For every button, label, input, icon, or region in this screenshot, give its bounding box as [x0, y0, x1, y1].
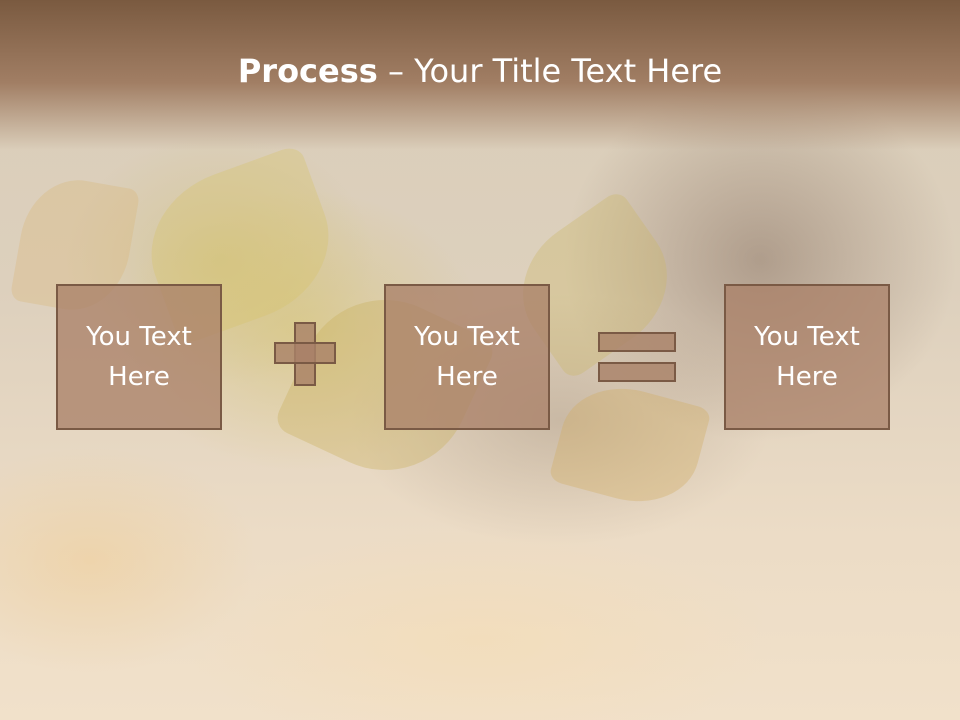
process-box-text: You Text Here: [414, 317, 520, 397]
process-box-2[interactable]: You Text Here: [384, 284, 550, 430]
box-line-1: You Text: [754, 322, 860, 352]
box-line-2: Here: [776, 362, 838, 392]
process-box-text: You Text Here: [86, 317, 192, 397]
box-line-2: Here: [108, 362, 170, 392]
process-box-3[interactable]: You Text Here: [724, 284, 890, 430]
process-box-text: You Text Here: [754, 317, 860, 397]
title-rest: Your Title Text Here: [414, 52, 723, 90]
box-line-2: Here: [436, 362, 498, 392]
leaf-shape: [548, 373, 712, 517]
title-bar: [0, 0, 960, 150]
title-bold: Process: [237, 52, 378, 90]
slide-title: Process – Your Title Text Here: [0, 52, 960, 90]
title-separator: –: [377, 52, 415, 90]
box-line-1: You Text: [86, 322, 192, 352]
process-box-1[interactable]: You Text Here: [56, 284, 222, 430]
box-line-1: You Text: [414, 322, 520, 352]
